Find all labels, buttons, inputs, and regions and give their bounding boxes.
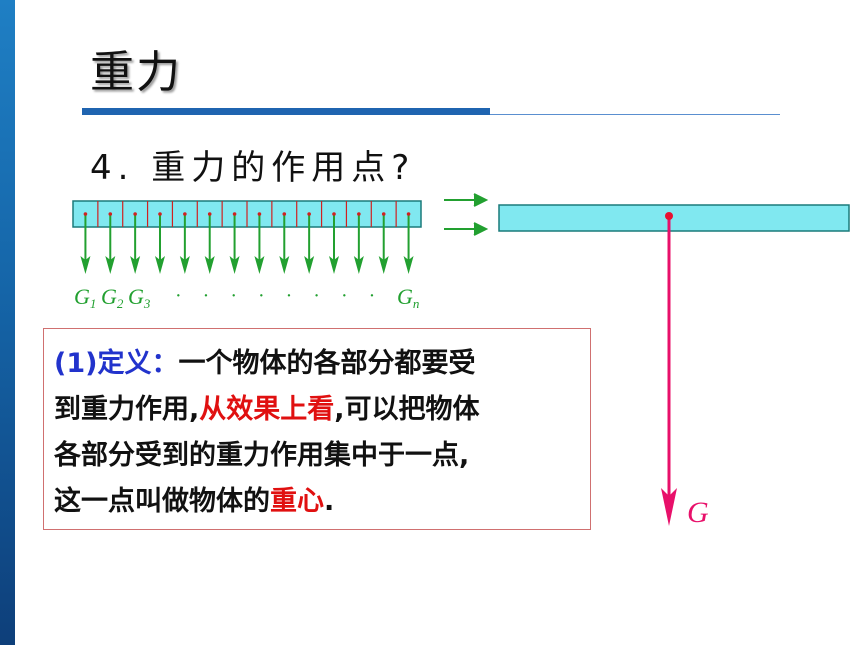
label-g3-sub: 3 <box>143 296 151 311</box>
definition-line-1: (1)定义：一个物体的各部分都要受 <box>54 341 582 387</box>
title-underline-thin <box>490 114 780 115</box>
center-of-gravity-dot <box>665 212 673 220</box>
label-g1-sub: 1 <box>90 296 97 311</box>
label-g3: G3 <box>128 284 151 311</box>
segmented-bar <box>72 200 422 228</box>
partial-gravity-arrow <box>130 212 141 274</box>
whole-object-bar <box>498 204 850 232</box>
label-g2: G2 <box>101 284 124 311</box>
label-g2-letter: G <box>101 284 117 309</box>
total-gravity-arrow <box>661 212 677 526</box>
slide-title: 重力 <box>90 47 182 98</box>
partial-gravity-arrow <box>279 212 290 274</box>
definition-line-4-b: . <box>324 486 335 517</box>
label-gn-letter: G <box>397 284 413 309</box>
partial-gravity-arrow <box>329 212 339 274</box>
total-gravity-label: G <box>687 496 709 529</box>
label-g3-letter: G <box>128 284 144 309</box>
transform-arrows <box>444 193 489 236</box>
definition-line-4-a: 这一点叫做物体的 <box>54 486 270 517</box>
label-dots: · · · · · · · · <box>175 285 383 307</box>
partial-gravity-arrow <box>204 212 215 274</box>
left-accent-band <box>0 0 15 645</box>
partial-gravity-arrows <box>80 212 414 274</box>
label-gn-sub: n <box>413 296 420 311</box>
definition-emphasis-center: 重心 <box>270 486 324 517</box>
definition-line-2-b: ,可以把物体 <box>334 394 480 425</box>
label-g1: G1 <box>74 284 96 311</box>
definition-line-1-text: 一个物体的各部分都要受 <box>178 348 476 379</box>
definition-line-2-a: 到重力作用, <box>54 394 200 425</box>
label-gn: Gn <box>397 284 419 311</box>
label-g2-sub: 2 <box>117 296 124 311</box>
definition-box: (1)定义：一个物体的各部分都要受 到重力作用,从效果上看,可以把物体 各部分受… <box>43 328 591 530</box>
partial-gravity-arrow <box>229 212 240 274</box>
title-underline-thick <box>82 108 490 115</box>
partial-gravity-arrow <box>105 212 116 274</box>
definition-line-3: 各部分受到的重力作用集中于一点, <box>54 440 470 471</box>
partial-gravity-arrow <box>304 212 315 274</box>
partial-gravity-arrow <box>254 212 265 274</box>
definition-line-4: 这一点叫做物体的重心. <box>54 479 582 525</box>
partial-gravity-labels: G1 G2 G3 · · · · · · · · Gn <box>74 284 419 311</box>
partial-gravity-arrow <box>378 212 389 274</box>
definition-emphasis-effect: 从效果上看 <box>199 394 335 425</box>
partial-gravity-arrow <box>155 212 165 274</box>
label-g1-letter: G <box>74 284 90 309</box>
partial-gravity-arrow <box>179 212 190 274</box>
definition-line-2: 到重力作用,从效果上看,可以把物体 <box>54 387 582 433</box>
definition-prefix: (1)定义： <box>54 348 179 379</box>
partial-gravity-arrow <box>80 212 91 274</box>
slide-subtitle: 4. 重力的作用点? <box>90 148 416 188</box>
partial-gravity-arrow <box>403 212 414 274</box>
partial-gravity-arrow <box>353 212 364 274</box>
